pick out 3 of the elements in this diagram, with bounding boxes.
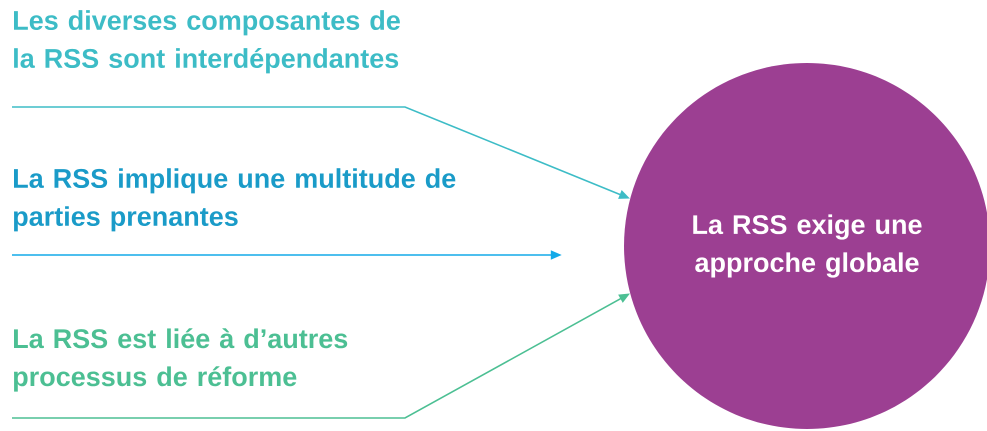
- statement-text: Les diverses composantes de la RSS sont interdépendantes: [14, 10, 400, 74]
- statement-text: La RSS implique une multitude de parties prenantes: [14, 168, 456, 232]
- statement-text: La RSS est liée à d’autres processus de réforme: [14, 328, 348, 392]
